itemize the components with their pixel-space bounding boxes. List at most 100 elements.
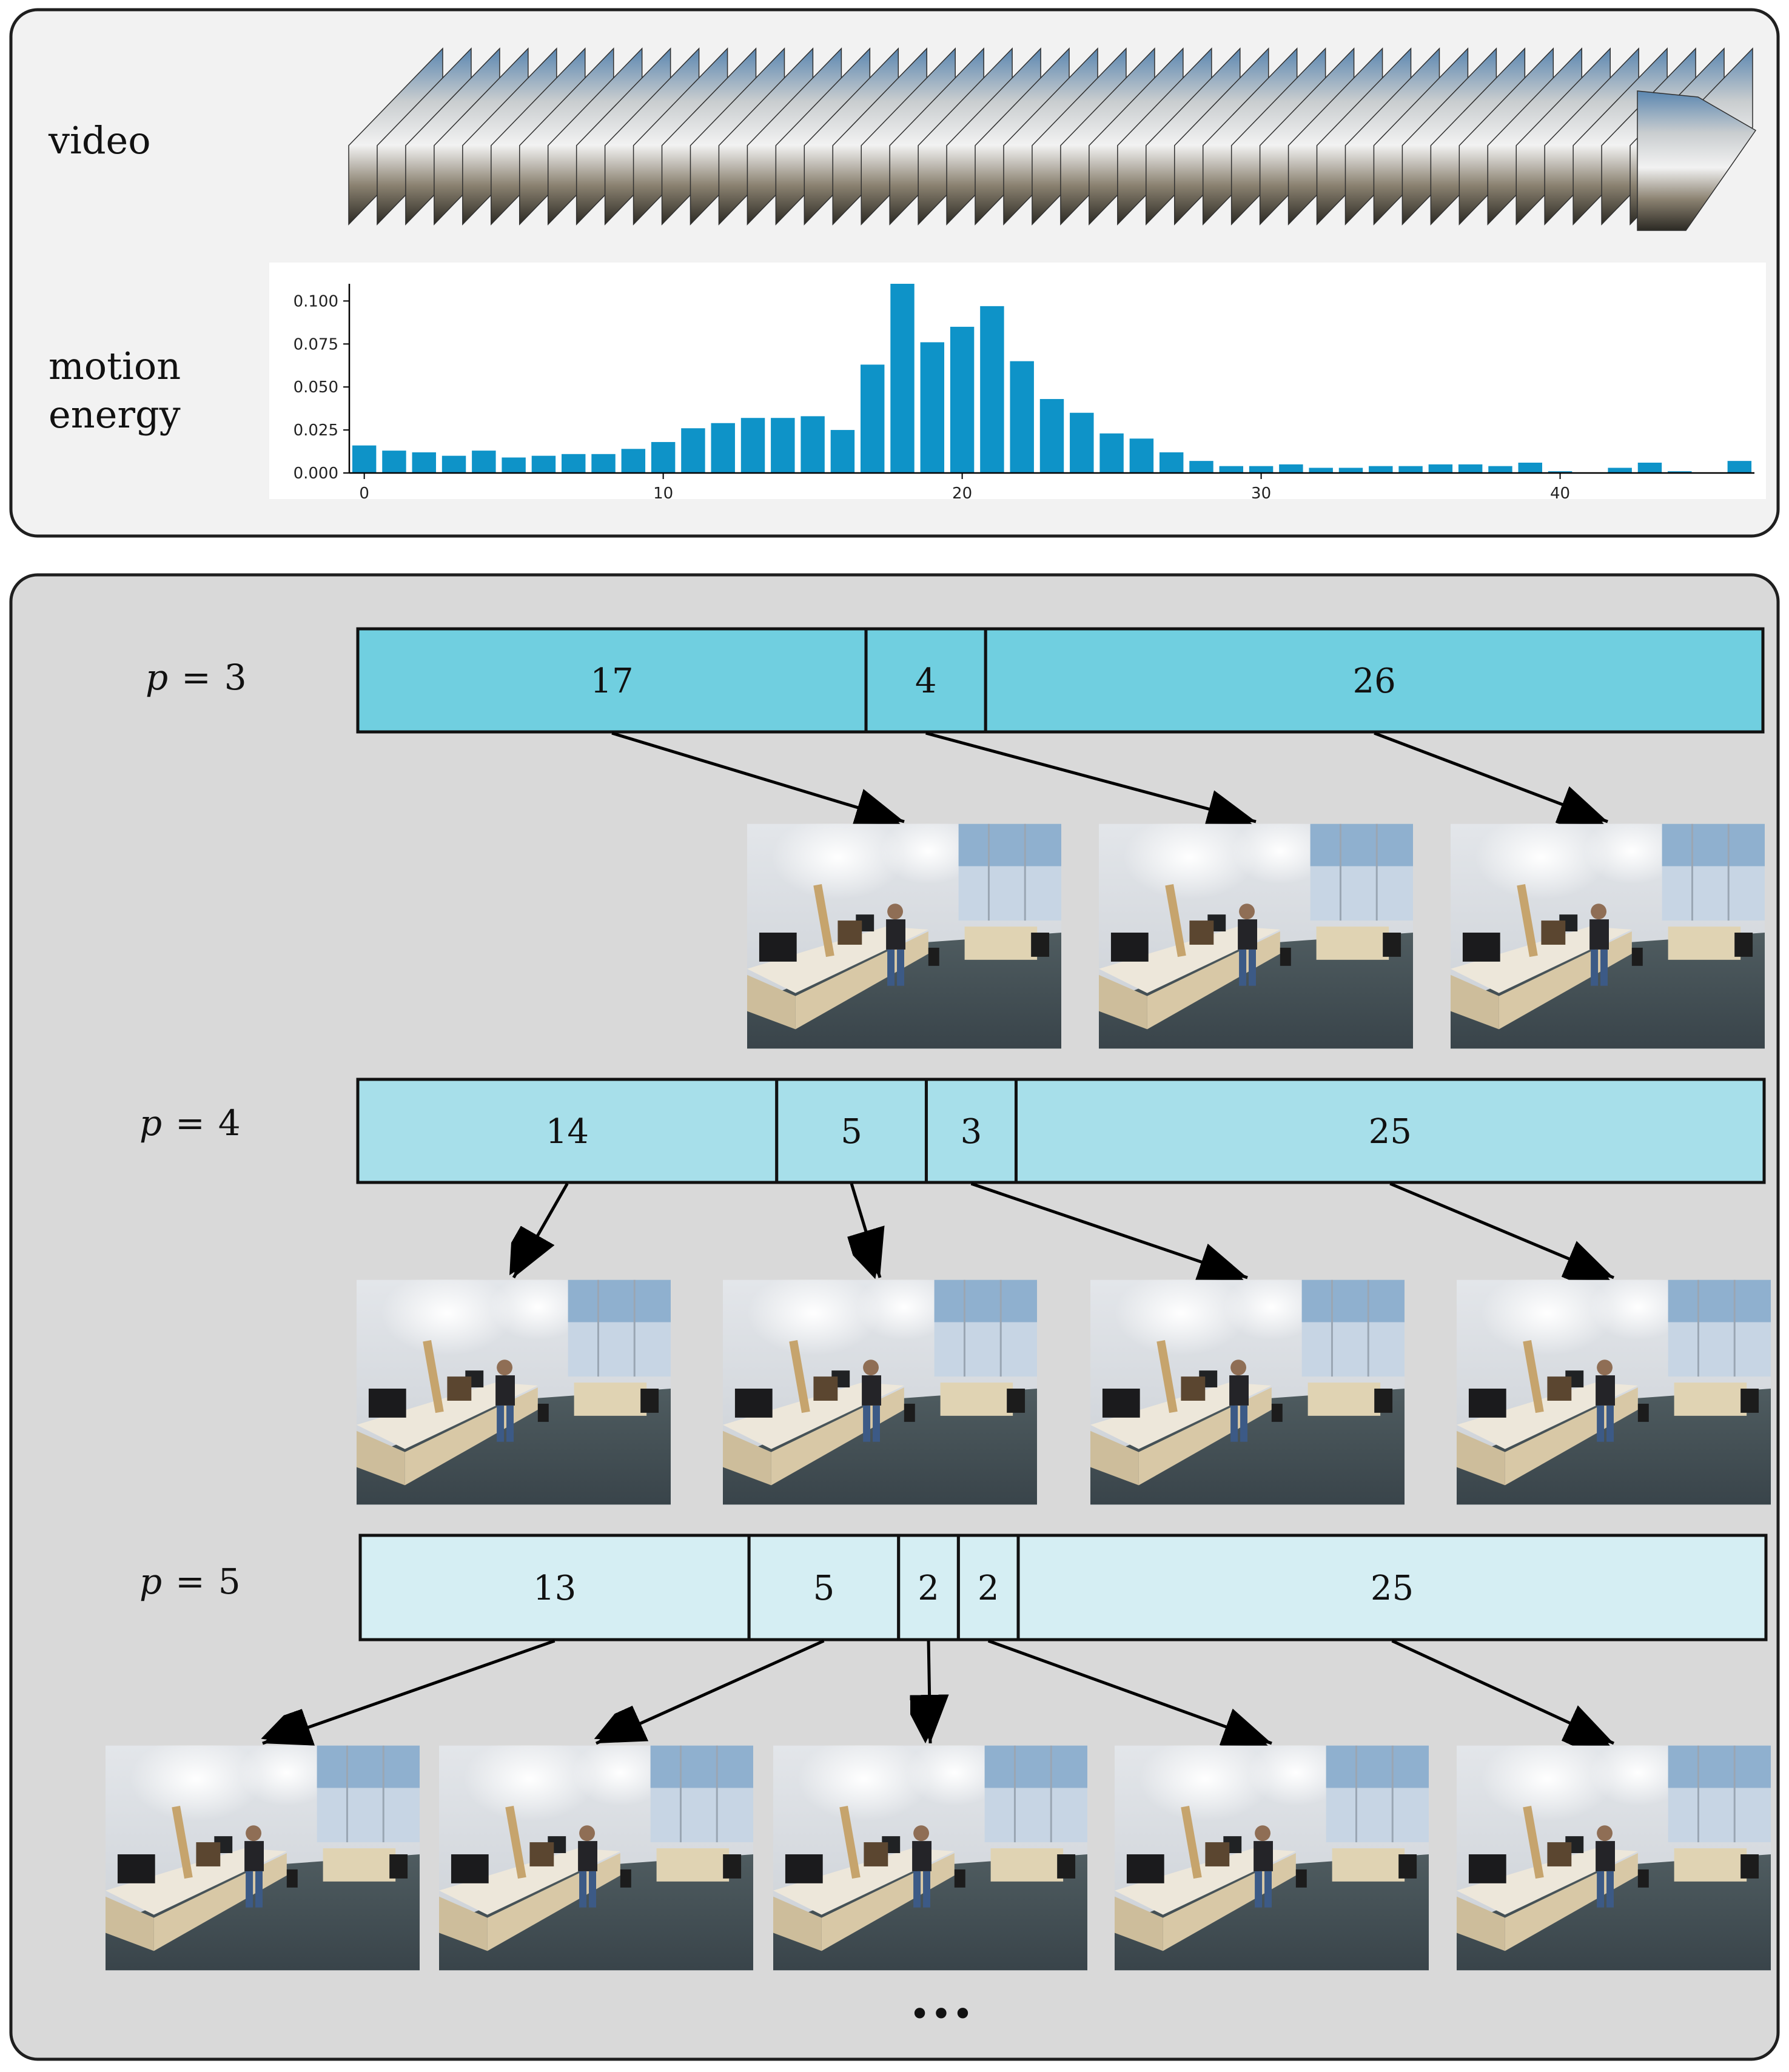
bar	[1099, 433, 1124, 473]
segment-length: 26	[1352, 662, 1395, 701]
segment	[864, 627, 987, 734]
bar	[1668, 471, 1692, 473]
partition-label-variable: p	[146, 657, 168, 698]
bar	[1548, 471, 1573, 473]
video-label: video	[48, 118, 151, 163]
keyframe-thumbnail	[773, 1745, 1087, 1971]
bar	[412, 452, 436, 473]
bar	[1637, 462, 1662, 473]
arrow	[596, 1639, 825, 1745]
x-tick-label: 10	[653, 484, 673, 503]
bar	[1249, 466, 1274, 473]
partition-label-value: 3	[224, 657, 247, 698]
bar	[531, 455, 556, 473]
segment-length: 5	[841, 1112, 862, 1152]
bar	[502, 457, 526, 473]
bar	[801, 416, 825, 473]
bar	[1398, 466, 1423, 473]
partition-label-value: 5	[218, 1561, 241, 1602]
partition-label-variable: p	[139, 1102, 162, 1144]
partition-label-value: 4	[218, 1102, 241, 1144]
partition-label-equals: =	[175, 1102, 205, 1144]
ellipsis: •••	[909, 1993, 973, 2036]
partition-label: p = 3	[146, 657, 247, 698]
arrow	[925, 731, 1257, 822]
bar	[1428, 464, 1453, 473]
x-tick-label: 30	[1251, 484, 1271, 503]
bar	[920, 342, 945, 473]
bar	[651, 441, 676, 473]
segment	[775, 1078, 928, 1184]
segment-length: 2	[918, 1569, 939, 1608]
bar	[1458, 464, 1483, 473]
segment	[356, 1078, 779, 1184]
bar	[1309, 468, 1333, 473]
arrow	[1391, 1639, 1615, 1743]
keyframe-thumbnail	[357, 1279, 671, 1505]
bar	[980, 306, 1004, 473]
segment-length: 14	[546, 1112, 589, 1152]
segment-length: 4	[915, 662, 937, 701]
bar	[562, 454, 586, 473]
keyframe-thumbnail	[1457, 1745, 1771, 1971]
bar	[771, 418, 795, 473]
y-tick-label: 0.000	[294, 464, 338, 483]
keyframe-thumbnail	[1451, 823, 1765, 1049]
segment	[747, 1534, 901, 1641]
partition-row: p = 3 17 4 26	[146, 627, 1765, 1049]
segment	[897, 1534, 960, 1641]
bar	[1010, 361, 1034, 473]
keyframe-thumbnail	[1090, 1279, 1405, 1505]
x-tick-label: 0	[359, 484, 369, 503]
bar	[1279, 464, 1303, 473]
keyframe-thumbnail	[1099, 823, 1413, 1049]
arrow	[1374, 731, 1608, 822]
y-tick-label: 0.100	[294, 292, 338, 310]
arrow	[987, 1639, 1272, 1743]
segment-length: 17	[590, 662, 633, 701]
partition-label-equals: =	[175, 1561, 205, 1602]
segment-length: 5	[813, 1569, 835, 1608]
bar	[1219, 466, 1244, 473]
y-tick-label: 0.075	[294, 335, 338, 354]
y-tick-label: 0.025	[294, 421, 338, 440]
partition-label-equals: =	[181, 657, 211, 698]
bar	[1518, 462, 1542, 473]
bar	[681, 428, 705, 473]
segment-length: 25	[1371, 1569, 1414, 1608]
energy-label-line1: motion	[49, 344, 181, 388]
bar	[830, 430, 855, 473]
segment-length: 3	[961, 1112, 982, 1152]
bar	[890, 284, 915, 473]
partition-label: p = 4	[139, 1102, 241, 1144]
arrow	[1389, 1182, 1614, 1278]
bar	[1129, 438, 1154, 473]
bar	[591, 454, 616, 473]
bar	[441, 455, 466, 473]
energy-label-line2: energy	[49, 392, 181, 437]
bar	[352, 445, 377, 473]
partition-label: p=5	[139, 1561, 241, 1602]
bar	[1608, 468, 1632, 473]
bar	[621, 449, 646, 473]
x-tick-label: 40	[1550, 484, 1570, 503]
bar	[1039, 399, 1064, 473]
bar	[740, 418, 765, 473]
arrow	[928, 1640, 930, 1743]
bar	[1189, 461, 1213, 473]
bar	[1369, 466, 1393, 473]
keyframe-thumbnail	[747, 823, 1061, 1049]
keyframe-thumbnail	[439, 1745, 753, 1971]
bar	[1727, 461, 1752, 473]
bar	[1159, 452, 1184, 473]
segment-length: 2	[978, 1569, 999, 1608]
bar	[1338, 468, 1363, 473]
bar	[711, 423, 735, 473]
segment	[356, 627, 868, 734]
x-tick-label: 20	[952, 484, 972, 503]
